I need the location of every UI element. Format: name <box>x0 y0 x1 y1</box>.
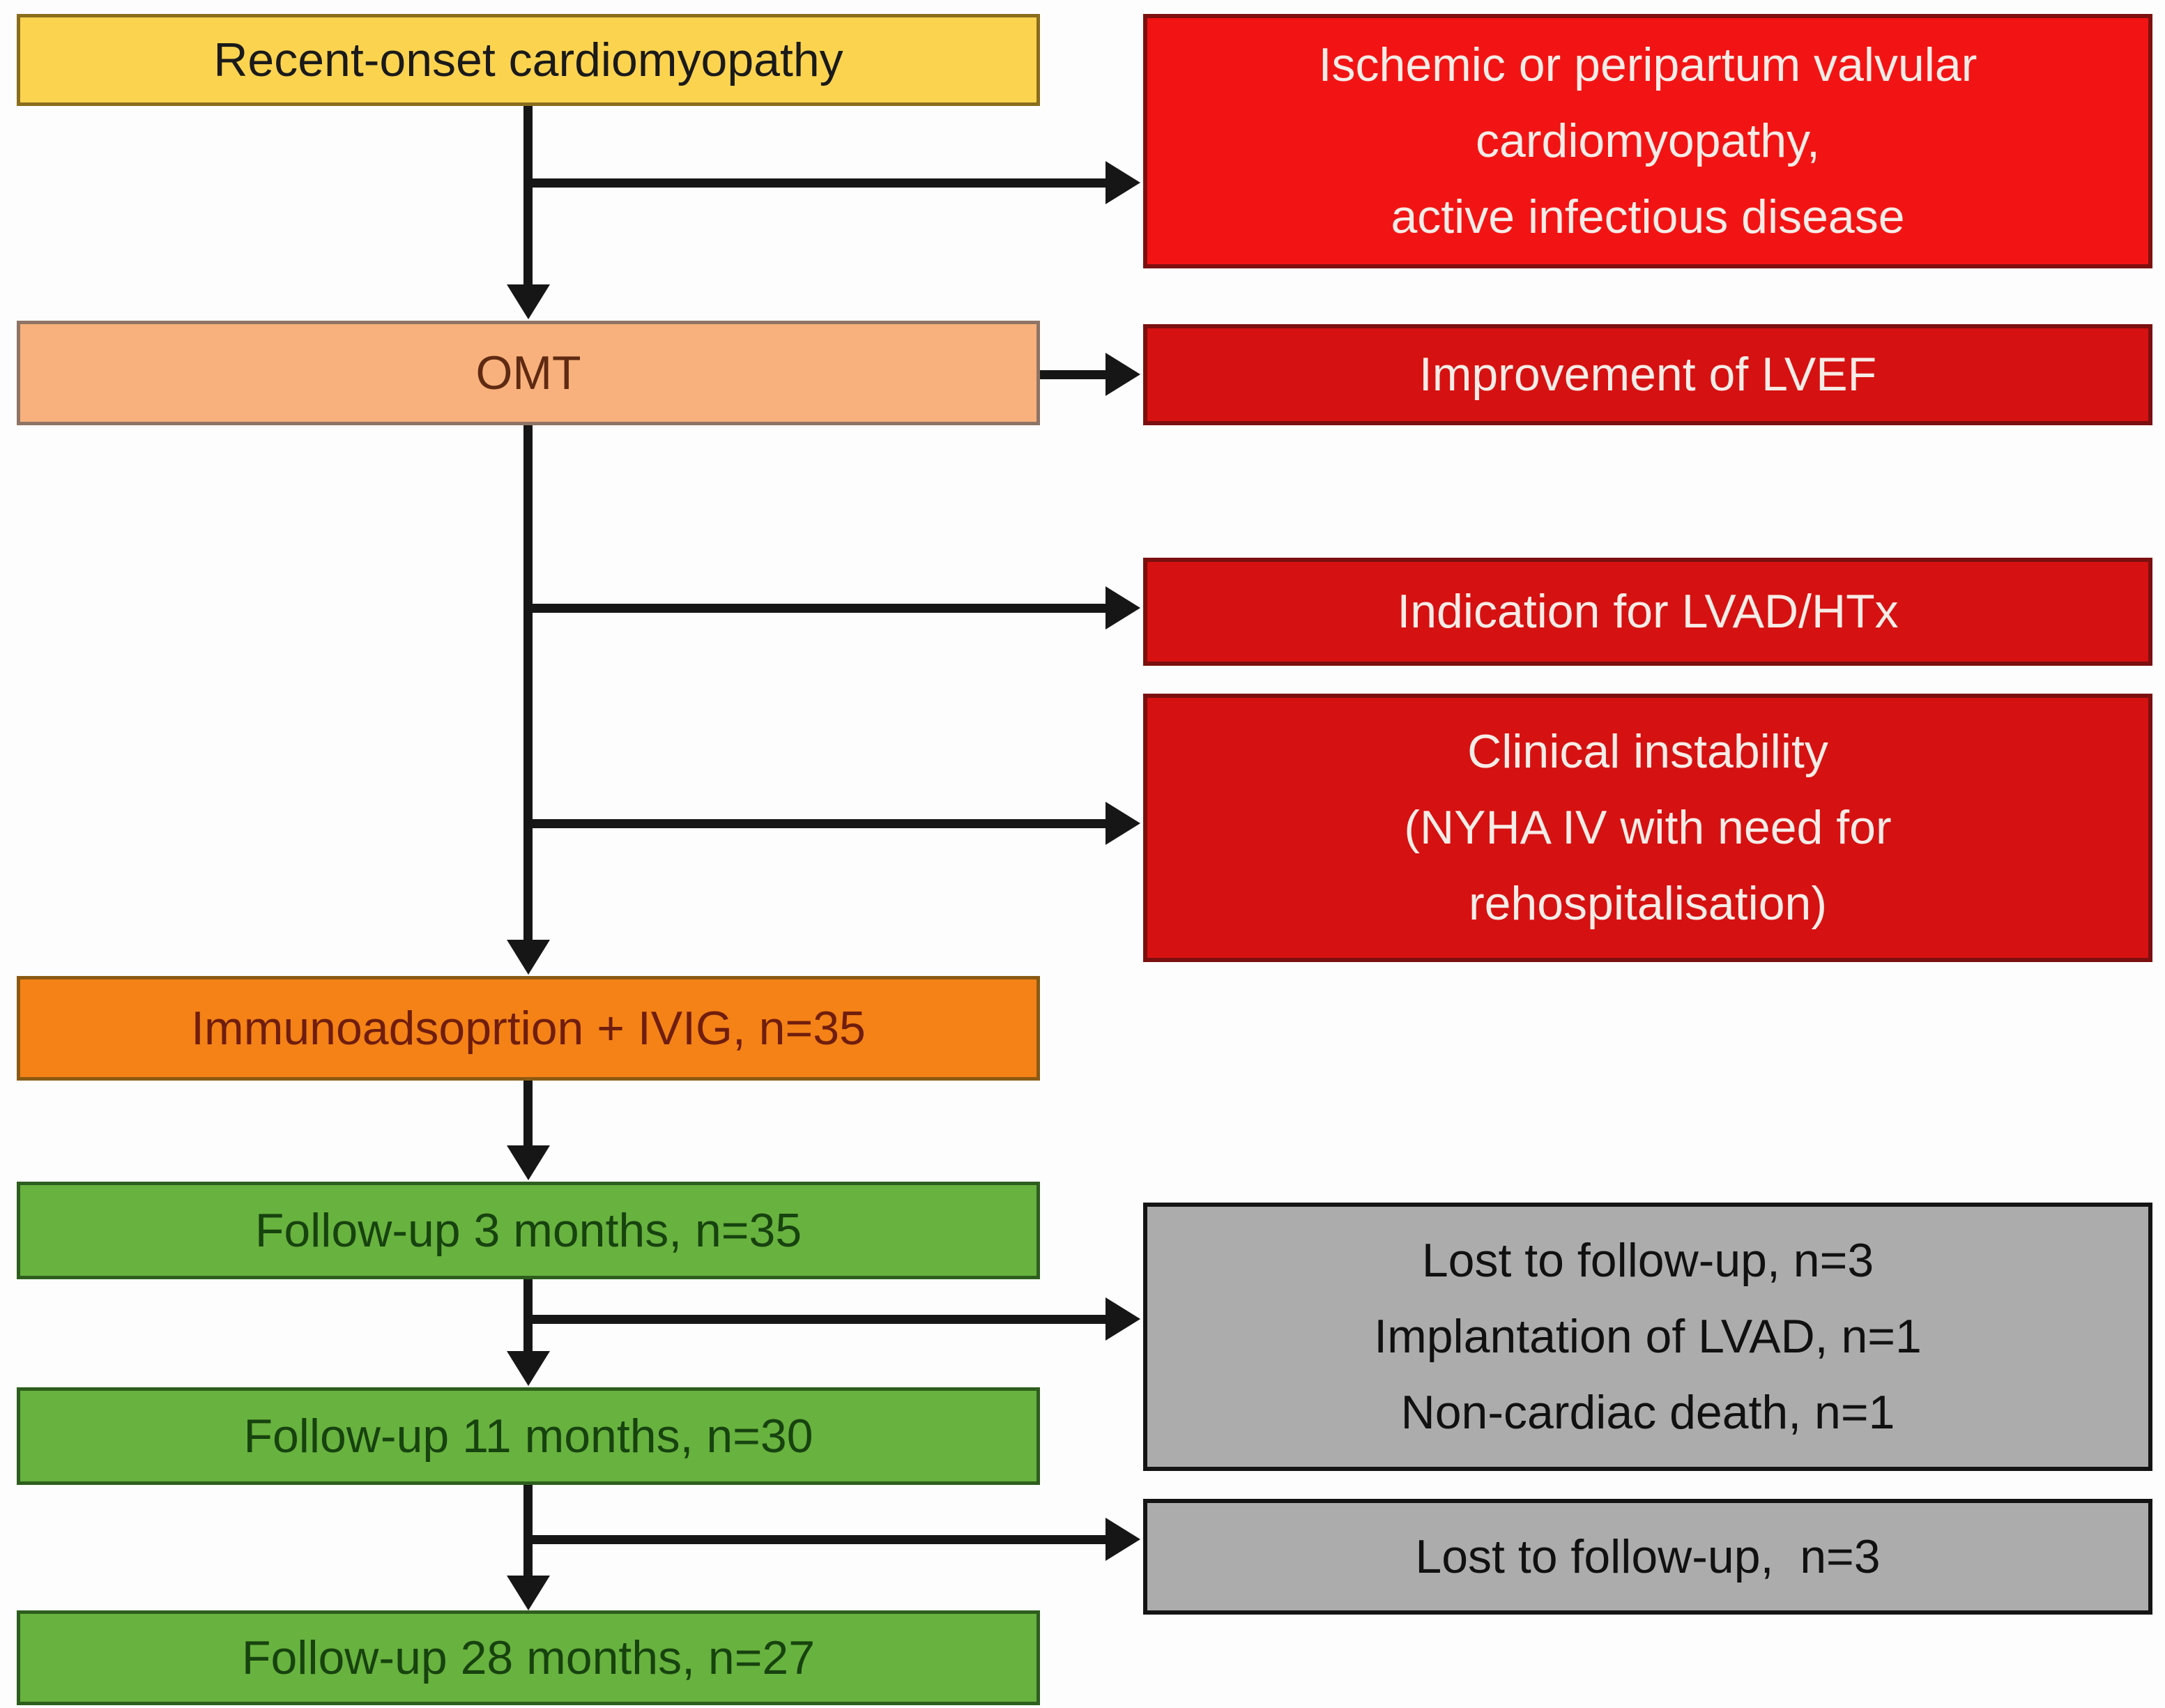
arrowhead-into-improvement <box>1106 353 1140 396</box>
node-label: Lost to follow-up, n=3 Implantation of L… <box>1374 1234 1922 1439</box>
node-clinical-instability: Clinical instability (NYHA IV with need … <box>1143 694 2152 962</box>
connector-omt-to-improvement-line <box>1040 370 1112 379</box>
arrowhead-into-fu28 <box>507 1576 550 1610</box>
connector-to-indication-line <box>523 604 1112 613</box>
node-dropout-after-11-months: Lost to follow-up, n=3 <box>1143 1499 2152 1615</box>
node-label: Follow-up 28 months, n=27 <box>241 1631 816 1684</box>
node-label: OMT <box>475 346 581 399</box>
node-label: Follow-up 3 months, n=35 <box>254 1203 802 1257</box>
connector-immuno-to-fu3-line <box>523 1081 533 1154</box>
node-recent-onset-cardiomyopathy: Recent-onset cardiomyopathy <box>17 14 1040 106</box>
node-improvement-of-lvef: Improvement of LVEF <box>1143 324 2152 425</box>
node-exclusion-criteria: Ischemic or peripartum valvular cardiomy… <box>1143 14 2152 268</box>
arrowhead-into-fu11 <box>507 1351 550 1386</box>
node-label: Indication for LVAD/HTx <box>1397 585 1899 639</box>
node-label: Follow-up 11 months, n=30 <box>243 1409 813 1463</box>
node-label: Ischemic or peripartum valvular cardiomy… <box>1318 38 1977 243</box>
node-label: Recent-onset cardiomyopathy <box>213 33 843 86</box>
connector-to-exclusion-line <box>523 178 1112 188</box>
arrowhead-into-fu3 <box>507 1145 550 1180</box>
node-omt: OMT <box>17 321 1040 425</box>
node-label: Immunoadsoprtion + IVIG, n=35 <box>191 1001 866 1055</box>
node-label: Clinical instability (NYHA IV with need … <box>1404 725 1892 930</box>
node-dropout-after-3-months: Lost to follow-up, n=3 Implantation of L… <box>1143 1203 2152 1471</box>
connector-to-clinical-line <box>523 819 1112 828</box>
node-followup-11-months: Follow-up 11 months, n=30 <box>17 1387 1040 1485</box>
arrowhead-into-omt <box>507 284 550 319</box>
connector-omt-to-immuno-line <box>523 425 533 945</box>
arrowhead-into-clinical <box>1106 802 1140 845</box>
node-followup-3-months: Follow-up 3 months, n=35 <box>17 1182 1040 1279</box>
connector-to-dropout2-line <box>523 1535 1112 1544</box>
node-label: Lost to follow-up, n=3 <box>1415 1530 1881 1583</box>
arrowhead-into-indication <box>1106 586 1140 630</box>
node-followup-28-months: Follow-up 28 months, n=27 <box>17 1610 1040 1705</box>
connector-fu11-to-fu28-line <box>523 1485 533 1579</box>
node-immunoadsorption-ivig: Immunoadsoprtion + IVIG, n=35 <box>17 976 1040 1081</box>
node-label: Improvement of LVEF <box>1418 348 1877 402</box>
arrowhead-into-immuno <box>507 940 550 975</box>
arrowhead-into-exclusion <box>1106 161 1140 204</box>
connector-recent-to-omt-line <box>523 106 533 289</box>
arrowhead-into-dropout1 <box>1106 1297 1140 1341</box>
node-indication-for-lvad-htx: Indication for LVAD/HTx <box>1143 558 2152 666</box>
connector-to-dropout1-line <box>523 1315 1112 1324</box>
arrowhead-into-dropout2 <box>1106 1518 1140 1561</box>
